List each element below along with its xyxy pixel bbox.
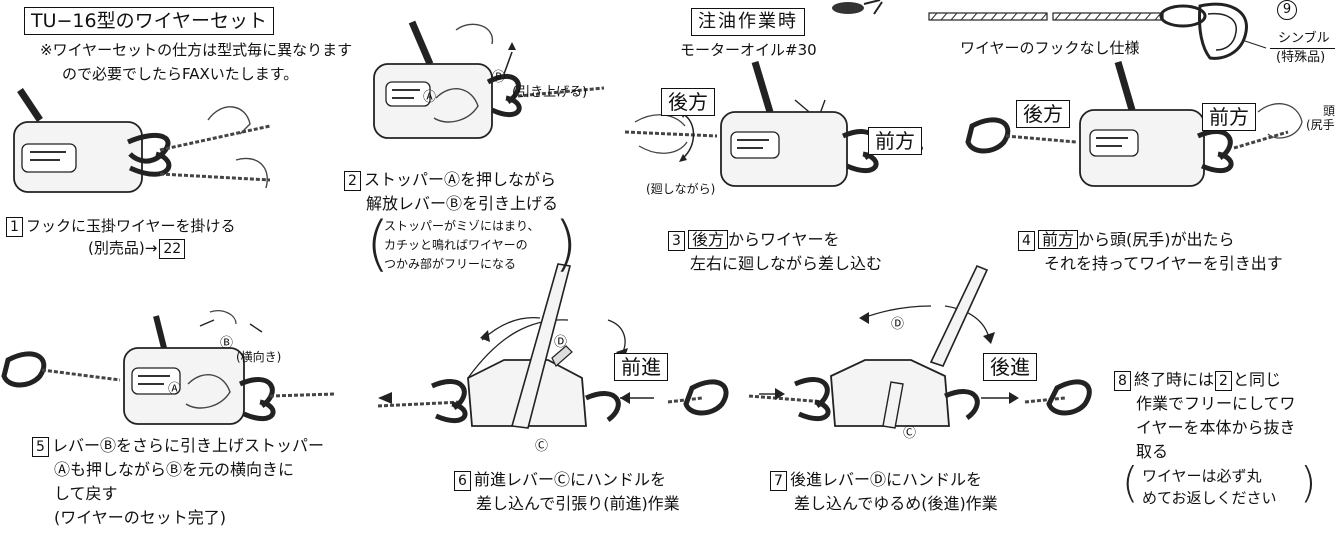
step8-note-left-paren: ( xyxy=(1122,458,1139,507)
step8-note-right-paren: ) xyxy=(1300,458,1317,507)
pull-up-label: (引き上げる) xyxy=(512,85,588,100)
step4-line1: から頭(尻手)が出たら xyxy=(1078,230,1235,249)
step1-line2: (別売品)→22 xyxy=(88,238,188,259)
thimble-illustration xyxy=(1180,0,1267,64)
step5-number: 5 xyxy=(32,437,49,457)
step8-line4: 取る xyxy=(1136,442,1169,461)
rear-tag-step4: 後方 xyxy=(1016,100,1070,128)
step5-line2: Ⓐも押しながらⒷを元の横向きに xyxy=(54,460,295,479)
step5-line1: レバーⒷをさらに引き上げストッパー xyxy=(52,436,325,455)
step5-line3: して戻す xyxy=(54,484,118,503)
step2-note-3: つかみ部がフリーになる xyxy=(384,257,517,271)
step2-line2: 解放レバーⒷを引き上げる xyxy=(366,194,559,213)
hookless-spec: ワイヤーのフックなし仕様 xyxy=(960,39,1140,57)
step2-number: 2 xyxy=(344,171,361,191)
thimble-label: シンブル xyxy=(1278,31,1330,46)
front-tag-step4: 前方 xyxy=(1202,103,1256,131)
note-line-2: ので必要でしたらFAXいたします。 xyxy=(62,65,299,83)
step5-line4: (ワイヤーのセット完了) xyxy=(54,508,227,527)
head-label: 頭 xyxy=(1323,104,1335,118)
step2-line1: ストッパーⒶを押しながら xyxy=(364,170,557,189)
step8-note-2: めてお返しください xyxy=(1142,489,1277,507)
step3-line2: 左右に廻しながら差し込む xyxy=(690,254,883,273)
step8-line3: イヤーを本体から抜き xyxy=(1136,418,1296,437)
oil-type: モーターオイル#30 xyxy=(680,41,817,59)
step3-illustration xyxy=(624,60,930,200)
step1-number: 1 xyxy=(6,217,23,237)
label-b-step5: Ⓑ xyxy=(220,336,234,351)
label-c-step7: Ⓒ xyxy=(903,426,917,441)
sideways-label: (横向き) xyxy=(236,350,282,364)
step8-note-1: ワイヤーは必ず丸 xyxy=(1142,467,1262,485)
label-b-step2: Ⓑ xyxy=(492,70,506,85)
head-paren-label: (尻手 xyxy=(1306,118,1335,132)
label-d-step6: Ⓓ xyxy=(554,335,568,350)
step3-line1: からワイヤーを xyxy=(728,230,840,249)
rear-tag-step3: 後方 xyxy=(661,88,715,116)
oiling-heading: 注油作業時 xyxy=(691,8,805,36)
step4-line2: それを持ってワイヤーを引き出す xyxy=(1044,254,1283,273)
step7-illustration xyxy=(745,264,1097,448)
step7-line1: 後進レバーⒹにハンドルを xyxy=(790,470,983,489)
step8-number: 8 xyxy=(1114,371,1131,391)
step2-note-1: ストッパーがミゾにはまり、 xyxy=(384,219,540,233)
label-a-step5: Ⓐ xyxy=(168,382,182,397)
step7-line2: 差し込んでゆるめ(後進)作業 xyxy=(794,494,998,513)
step2-note-2: カチッと鳴ればワイヤーの xyxy=(384,238,528,252)
page-title: TU−16型のワイヤーセット xyxy=(24,7,275,35)
step8-line1a: 終了時には xyxy=(1134,370,1215,389)
step4-number: 4 xyxy=(1018,231,1035,251)
step6-number: 6 xyxy=(454,471,471,491)
step2-illustration xyxy=(368,20,608,152)
step8-ref-number: 2 xyxy=(1215,371,1233,391)
step7-number: 7 xyxy=(770,471,787,491)
step4-front-tag: 前方 xyxy=(1038,230,1079,249)
forward-tag: 前進 xyxy=(614,353,668,381)
backward-tag: 後進 xyxy=(983,353,1037,381)
step3-rear-tag: 後方 xyxy=(688,230,729,249)
label-a-step2: Ⓐ xyxy=(423,90,437,105)
step8-line2: 作業でフリーにしてワ xyxy=(1136,394,1296,413)
turning-label: (廻しながら) xyxy=(646,182,716,196)
step8-line1b: と同じ xyxy=(1233,370,1282,389)
step6-line1: 前進レバーⒸにハンドルを xyxy=(474,470,667,489)
step5-illustration xyxy=(0,310,340,440)
step2-note-left-paren: ( xyxy=(366,209,390,279)
label-d-step7: Ⓓ xyxy=(891,317,905,332)
front-tag-step3: 前方 xyxy=(868,127,922,155)
step6-line2: 差し込んで引張り(前進)作業 xyxy=(476,494,680,513)
wire-illustration xyxy=(925,2,1225,42)
part-number-badge: 9 xyxy=(1277,0,1297,20)
step6-illustration xyxy=(372,258,734,448)
step1-accessory-text: (別売品)→ xyxy=(88,239,158,257)
step1-ref-number: 22 xyxy=(159,239,186,259)
label-c-step6: Ⓒ xyxy=(535,439,549,454)
note-line-1: ※ワイヤーセットの仕方は型式毎に異なります xyxy=(40,41,353,59)
thimble-note: (特殊品) xyxy=(1276,50,1326,65)
step4-illustration xyxy=(958,61,1335,200)
step3-number: 3 xyxy=(668,231,685,251)
step2-note-right-paren: ) xyxy=(554,209,578,279)
step1-illustration xyxy=(10,88,280,210)
step1-line1: フックに玉掛ワイヤーを掛ける xyxy=(26,217,236,235)
oil-can-illustration xyxy=(830,0,890,22)
